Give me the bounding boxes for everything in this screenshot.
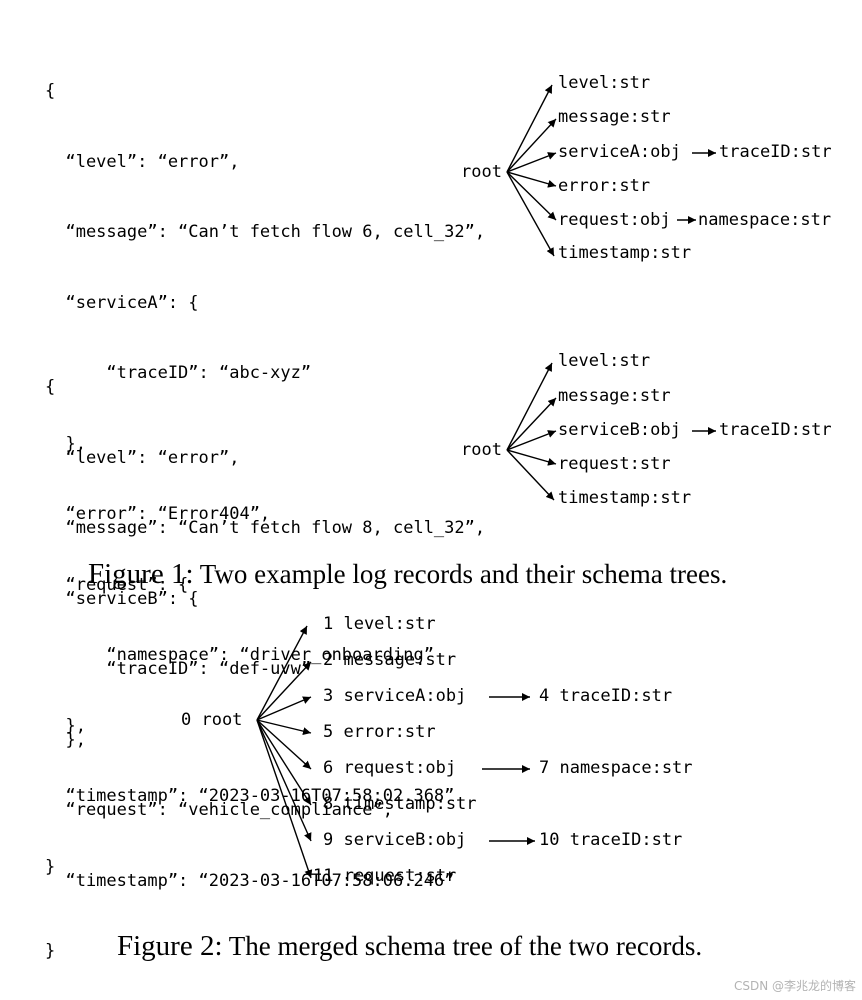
- merged-root: 0 root: [181, 710, 243, 730]
- tree2-node-level: level:str: [558, 351, 651, 371]
- figure2-text: The merged schema tree of the two record…: [222, 931, 703, 961]
- json-line: “request”: {: [45, 574, 189, 595]
- json-line: “level”: “error”,: [45, 151, 240, 172]
- edge-root-serviceA: [506, 152, 557, 173]
- edge-merged-11: [256, 719, 313, 879]
- merged-node-1: 1 level:str: [323, 614, 436, 634]
- merged-node-10: 10 traceID:str: [539, 830, 683, 850]
- record1-json: { “level”: “error”, “message”: “Can’t fe…: [45, 33, 485, 903]
- edge-root-message: [506, 397, 557, 451]
- edge-root-timestamp: [506, 449, 555, 501]
- merged-node-5: 5 error:str: [323, 722, 436, 742]
- merged-node-3: 3 serviceA:obj: [323, 686, 467, 706]
- json-line: “message”: “Can’t fetch flow 8, cell_32”…: [45, 518, 486, 538]
- merged-node-6: 6 request:obj: [323, 758, 457, 778]
- tree1-node-namespace: namespace:str: [698, 210, 832, 230]
- tree1-node-message: message:str: [558, 107, 671, 127]
- edge-merged-8: [256, 719, 312, 806]
- tree2-node-traceID: traceID:str: [719, 420, 832, 440]
- tree2-node-message: message:str: [558, 386, 671, 406]
- tree1-root: root: [461, 162, 502, 182]
- merged-node-11: 11 request:str: [313, 866, 457, 886]
- merged-node-2: 2 message:str: [323, 650, 457, 670]
- json-line: {: [45, 81, 56, 101]
- json-line: },: [45, 715, 86, 736]
- figure1-caption: Figure 1: Two example log records and th…: [88, 558, 727, 591]
- watermark: CSDN @李兆龙的博客: [733, 979, 856, 993]
- json-line: {: [45, 377, 56, 397]
- tree1-node-request: request:obj: [558, 210, 671, 230]
- merged-node-9: 9 serviceB:obj: [323, 830, 467, 850]
- tree2-node-request: request:str: [558, 454, 671, 474]
- record2-json: { “level”: “error”, “message”: “Can’t fe…: [45, 329, 485, 987]
- edge-root-level: [506, 84, 553, 173]
- edge-root-level: [506, 362, 553, 451]
- merged-node-8: 8 timestamp:str: [323, 794, 477, 814]
- json-line: “timestamp”: “2023-03-16T07:58:02.368”: [45, 786, 455, 806]
- tree2-root: root: [461, 440, 502, 460]
- json-line: “traceID”: “abc-xyz”: [45, 363, 312, 383]
- json-line: “request”: “vehicle_compliance”,: [45, 800, 393, 820]
- json-line: “level”: “error”,: [45, 447, 240, 468]
- json-line: }: [45, 941, 56, 961]
- merged-node-4: 4 traceID:str: [539, 686, 673, 706]
- edge-merged-1: [256, 625, 308, 721]
- edge-merged-2: [256, 661, 312, 721]
- json-line: }: [45, 856, 56, 877]
- json-line: “traceID”: “def-uvw”: [45, 659, 312, 679]
- json-line: “namespace”: “driver_onboarding”: [45, 645, 434, 665]
- tree2-node-timestamp: timestamp:str: [558, 488, 692, 508]
- edge-root-serviceB: [506, 430, 557, 451]
- edge-merged-5: [256, 719, 312, 736]
- json-line: “message”: “Can’t fetch flow 6, cell_32”…: [45, 222, 486, 242]
- tree1-node-serviceA: serviceA:obj: [558, 142, 681, 162]
- edge-merged-6: [256, 719, 312, 770]
- merged-node-7: 7 namespace:str: [539, 758, 693, 778]
- tree2-node-serviceB: serviceB:obj: [558, 420, 681, 440]
- figure1-label: Figure 1:: [88, 558, 194, 590]
- edge-root-request: [506, 449, 557, 466]
- edge-root-error: [506, 171, 557, 188]
- edge-root-request: [506, 171, 557, 221]
- json-line: “serviceA”: {: [45, 292, 199, 313]
- figure2-label: Figure 2:: [117, 930, 223, 962]
- edge-merged-9: [256, 719, 312, 842]
- edge-root-timestamp: [506, 171, 555, 257]
- figure2-caption: Figure 2: The merged schema tree of the …: [117, 930, 702, 963]
- json-line: },: [45, 729, 86, 750]
- tree1-node-error: error:str: [558, 176, 651, 196]
- json-line: “error”: “Error404”,: [45, 504, 271, 524]
- figure1-text: Two example log records and their schema…: [193, 559, 728, 589]
- tree1-node-level: level:str: [558, 73, 651, 93]
- json-line: “serviceB”: {: [45, 588, 199, 609]
- tree1-node-timestamp: timestamp:str: [558, 243, 692, 263]
- json-line: “timestamp”: “2023-03-16T07:58:06.246”: [45, 870, 455, 891]
- tree1-node-traceID: traceID:str: [719, 142, 832, 162]
- edge-merged-3: [256, 696, 312, 721]
- json-line: },: [45, 433, 86, 454]
- edge-root-message: [506, 118, 557, 173]
